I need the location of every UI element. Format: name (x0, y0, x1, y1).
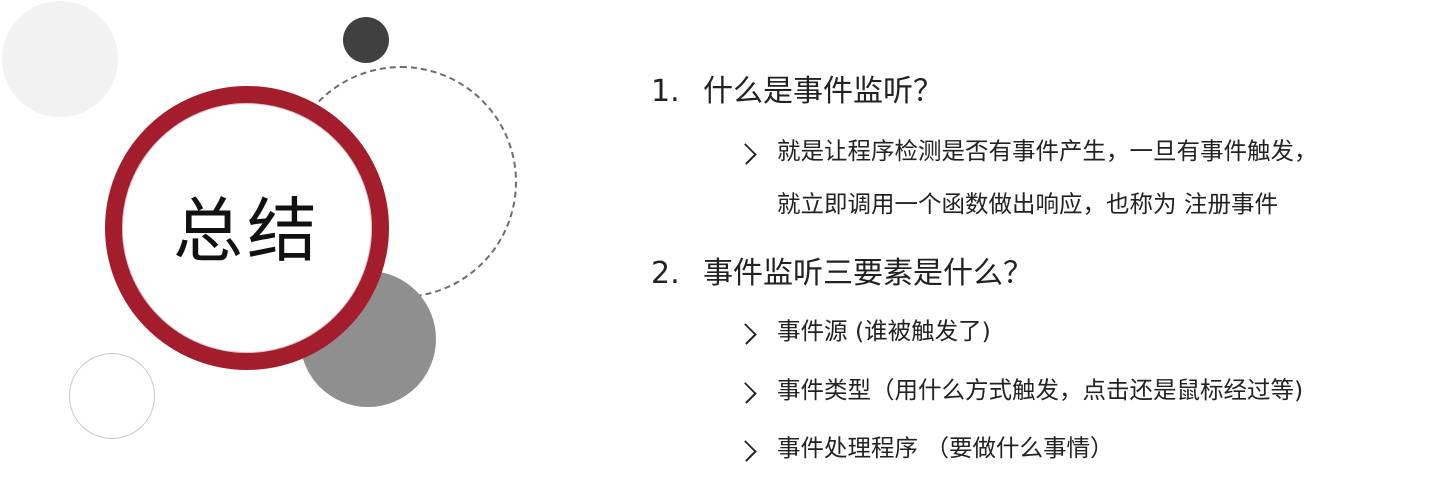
answer-1-line-2: 就立即调用一个函数做出响应，也称为 注册事件 (777, 190, 1278, 218)
question-1-text: 什么是事件监听？ (703, 74, 943, 109)
decor-light-gray-circle (2, 1, 118, 117)
decor-outline-circle (69, 353, 155, 439)
question-2-text: 事件监听三要素是什么？ (703, 256, 1033, 291)
answer-2-item-1: 事件源 (谁被触发了) (777, 317, 991, 345)
question-1: 1. 什么是事件监听？ (651, 66, 943, 110)
slide-title: 总结 (173, 189, 321, 272)
answer-1-line-1: 就是让程序检测是否有事件产生，一旦有事件触发， (777, 137, 1318, 165)
question-2-number: 2. (651, 256, 680, 291)
decor-dark-dot-circle (343, 17, 389, 63)
question-1-number: 1. (651, 74, 680, 109)
question-2: 2. 事件监听三要素是什么？ (651, 248, 1033, 292)
answer-2-item-3: 事件处理程序 （要做什么事情） (777, 434, 1114, 462)
answer-2-item-2: 事件类型（用什么方式触发，点击还是鼠标经过等) (777, 376, 1304, 404)
